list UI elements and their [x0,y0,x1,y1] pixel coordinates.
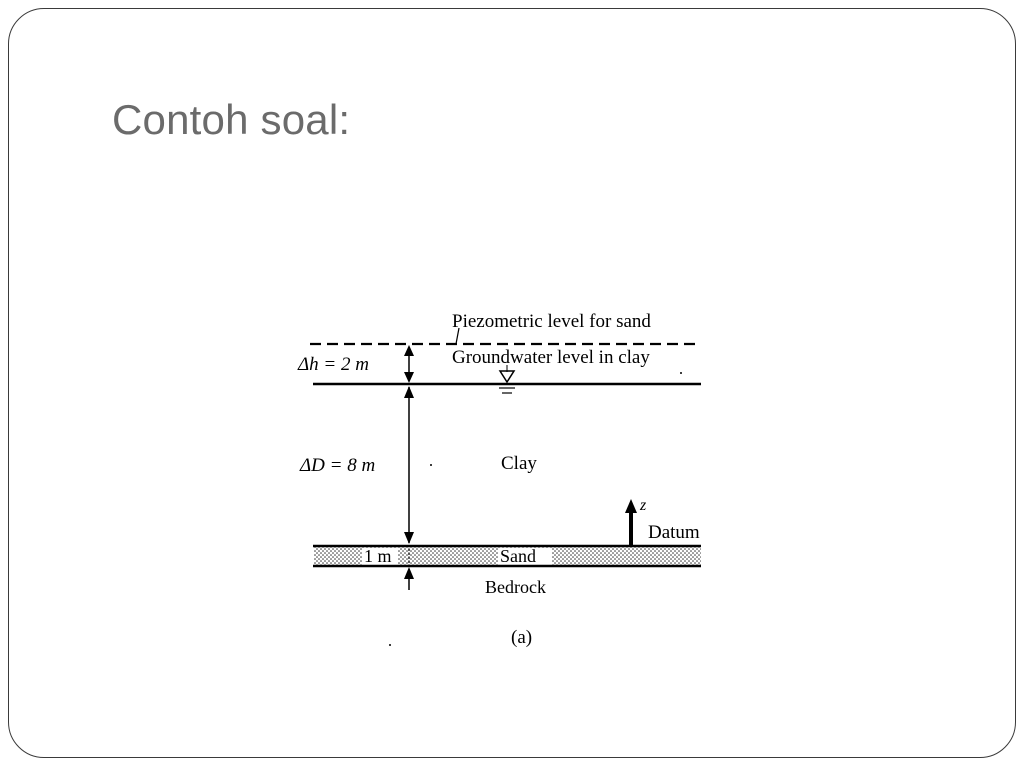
piezometric-leader [455,327,460,345]
scan-dot-2 [680,372,682,374]
sand-label: Sand [500,546,536,566]
scan-dot-1 [430,464,432,466]
delta-d-label: ΔD = 8 m [299,455,375,476]
bedrock-arrow-up [404,567,414,579]
sand-thickness-label: 1 m [364,546,392,566]
sand-thickness-label-bg [362,548,398,565]
datum-z-arrowhead [625,499,637,513]
scan-dot-3 [389,644,391,646]
z-label: z [639,497,647,514]
water-table-icon [498,370,516,384]
sand-label-bg [498,548,552,565]
delta-h-arrow-down [404,372,414,383]
piezometric-level-label: Piezometric level for sand [452,311,651,332]
clay-label: Clay [501,453,537,474]
figure-caption: (a) [511,627,532,648]
delta-d-arrow-down [404,532,414,544]
datum-label: Datum [648,522,700,543]
slide-title: Contoh soal: [112,96,351,143]
delta-d-arrow-up [404,386,414,398]
delta-h-label: Δh = 2 m [297,354,369,375]
delta-h-arrow-up [404,345,414,356]
groundwater-level-label: Groundwater level in clay [452,347,650,368]
bedrock-label: Bedrock [485,577,546,597]
